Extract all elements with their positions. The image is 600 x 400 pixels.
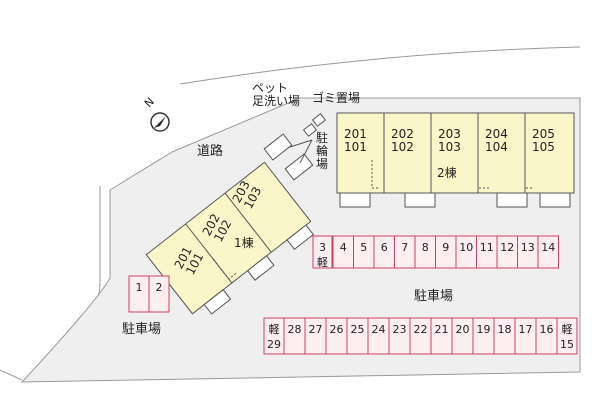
parking-space: 2: [148, 275, 170, 313]
parking-space-number: 24: [372, 323, 386, 336]
bike-parking-label: 駐輪場: [316, 131, 329, 171]
building-1: [145, 161, 315, 315]
parking-space-number: 軽: [562, 323, 573, 336]
building-2-unit: 202 102: [391, 127, 414, 154]
parking-space-number: 15: [560, 338, 574, 351]
parking-space-number: 軽: [269, 323, 280, 336]
parking-space: 17: [514, 317, 537, 355]
parking-space-number: 26: [330, 323, 344, 336]
building-2-unit: 201 101: [344, 127, 367, 154]
parking-space-number: 20: [456, 323, 470, 336]
parking-space: 9: [435, 235, 457, 269]
compass-icon: [150, 112, 170, 132]
parking-space: 5: [353, 235, 375, 269]
parking-space: 26: [325, 317, 348, 355]
parking-space: 4: [332, 235, 354, 269]
parking-space-number: 10: [459, 241, 473, 254]
pet-wash-label: ペット 足洗い場: [252, 81, 301, 108]
parking-space: 10: [455, 235, 477, 269]
compass-label: N: [142, 95, 157, 110]
parking-space-number: 13: [521, 241, 535, 254]
parking-space: 23: [388, 317, 411, 355]
parking-space: 19: [472, 317, 495, 355]
parking-space: 11: [476, 235, 498, 269]
parking-space: 21: [430, 317, 453, 355]
parking-space: 7: [394, 235, 416, 269]
building-2-unit: 205 105: [532, 127, 555, 154]
parking-space-kei: 軽 29: [263, 317, 285, 355]
bike-shelter: [263, 133, 314, 181]
parking-space: 14: [537, 235, 559, 269]
parking-space-number: 1: [136, 281, 143, 294]
parking-space: 18: [493, 317, 516, 355]
parking-left-label: 駐車場: [122, 322, 162, 337]
parking-space: 24: [367, 317, 390, 355]
parking-space-kei: 3軽: [312, 235, 333, 269]
parking-space-number: 4: [340, 241, 347, 254]
parking-space-number: 14: [541, 241, 555, 254]
parking-space-number: 16: [540, 323, 554, 336]
parking-space: 8: [414, 235, 436, 269]
building-2: [336, 112, 575, 208]
parking-space: 25: [346, 317, 369, 355]
building-2-unit: 204 104: [485, 127, 508, 154]
parking-main-label: 駐車場: [414, 289, 454, 304]
parking-space-number: 9: [442, 241, 449, 254]
parking-space-number: 21: [435, 323, 449, 336]
road-edge-top: [179, 46, 581, 85]
parking-space: 1: [128, 275, 150, 313]
parking-space: 27: [304, 317, 327, 355]
parking-space-kei: 軽 15: [556, 317, 578, 355]
garbage-label: ゴミ置場: [312, 91, 361, 105]
parking-space: 20: [451, 317, 474, 355]
parking-space-number: 29: [267, 338, 281, 351]
parking-space: 22: [409, 317, 432, 355]
road-label: 道路: [197, 144, 224, 159]
parking-space-number: 25: [351, 323, 365, 336]
parking-space-number: 3: [319, 241, 326, 254]
parking-space: 6: [373, 235, 395, 269]
parking-space-number: 軽: [317, 256, 328, 269]
parking-space-number: 19: [477, 323, 491, 336]
garbage-station: [302, 113, 327, 137]
parking-space-number: 17: [519, 323, 533, 336]
parking-space-number: 6: [381, 241, 388, 254]
parking-space-number: 23: [393, 323, 407, 336]
parking-space-number: 7: [401, 241, 408, 254]
parking-space-number: 18: [498, 323, 512, 336]
parking-space-number: 5: [360, 241, 367, 254]
parking-space-number: 27: [309, 323, 323, 336]
parking-space: 28: [283, 317, 306, 355]
building-2-name: 2棟: [437, 166, 457, 180]
parking-space: 13: [517, 235, 539, 269]
parking-space: 16: [535, 317, 558, 355]
building-2-unit: 203 103: [438, 127, 461, 154]
parking-space-number: 28: [288, 323, 302, 336]
road-edge-left: [0, 369, 23, 381]
parking-space: 12: [496, 235, 518, 269]
parking-space-number: 12: [500, 241, 514, 254]
building-1-name: 1棟: [234, 236, 254, 250]
parking-space-number: 8: [422, 241, 429, 254]
parking-space-number: 11: [480, 241, 494, 254]
parking-space-number: 2: [156, 281, 163, 294]
parking-space-number: 22: [414, 323, 428, 336]
